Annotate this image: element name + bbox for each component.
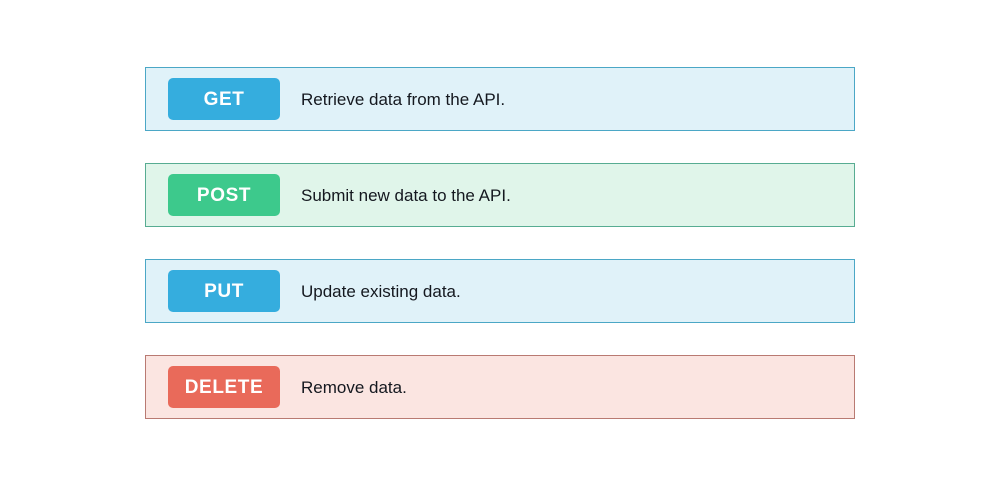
method-description: Update existing data. (301, 281, 461, 301)
method-badge: DELETE (168, 366, 280, 408)
method-description: Remove data. (301, 377, 407, 397)
method-row: POST Submit new data to the API. (145, 163, 855, 227)
method-badge-label: PUT (204, 280, 244, 302)
method-badge: PUT (168, 270, 280, 312)
method-badge: POST (168, 174, 280, 216)
method-badge: GET (168, 78, 280, 120)
method-row: GET Retrieve data from the API. (145, 67, 855, 131)
method-description: Retrieve data from the API. (301, 89, 506, 109)
http-method-list: GET Retrieve data from the API. POST Sub… (145, 67, 855, 419)
method-description: Submit new data to the API. (301, 185, 511, 205)
method-badge-label: DELETE (184, 376, 264, 398)
method-row: PUT Update existing data. (145, 259, 855, 323)
method-badge-label: GET (203, 88, 245, 110)
method-row: DELETE Remove data. (145, 355, 855, 419)
method-badge-label: POST (196, 184, 252, 206)
